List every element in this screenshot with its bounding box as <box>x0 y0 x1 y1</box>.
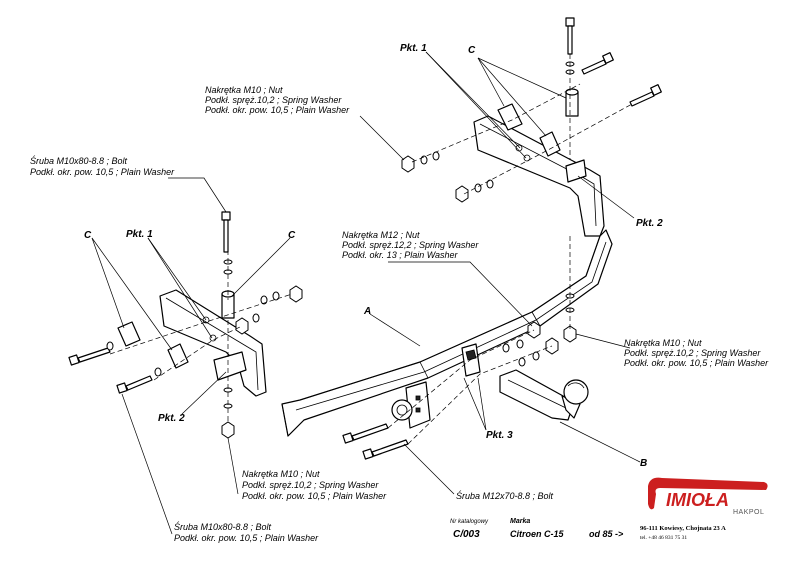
label-bolt-m10-left: Śruba M10x80-8.8 ; Bolt Podkł. okr. pow.… <box>30 155 175 177</box>
logo-sub: HAKPOL <box>733 509 764 516</box>
title-block: Nr katalogowy C/003 Marka Citroen C-15 o… <box>450 518 624 540</box>
spacer-tubes <box>117 88 579 369</box>
marker-pkt2-right: Pkt. 2 <box>636 218 663 229</box>
marker-pkt2-left: Pkt. 2 <box>158 413 185 424</box>
marker-pkt3: Pkt. 3 <box>486 430 513 441</box>
logo-swoosh <box>648 477 768 510</box>
bolt-m10-bottom-line-2: Podkł. okr. pow. 10,5 ; Plain Washer <box>174 533 319 543</box>
label-nut-m10-bottom: Nakrętka M10 ; Nut Podkł. spręż.10,2 ; S… <box>242 469 387 501</box>
bolt-m10-left-line-2: Podkł. okr. pow. 10,5 ; Plain Washer <box>30 167 175 177</box>
left-mounting-bracket <box>159 289 267 397</box>
ball-mount-assembly <box>461 343 589 421</box>
nut-m10-top-line-2: Podkł. spręż.10,2 ; Spring Washer <box>205 95 342 105</box>
right-mounting-bracket <box>473 115 605 237</box>
nut-m10-right-line-3: Podkł. okr. pow. 10,5 ; Plain Washer <box>624 358 769 368</box>
bolt-m10-left-line-1: Śruba M10x80-8.8 ; Bolt <box>30 155 128 166</box>
logo-name: IMIOŁA <box>666 490 729 510</box>
label-nut-m12: Nakrętka M12 ; Nut Podkł. spręż.12,2 ; S… <box>342 230 479 260</box>
nut-m10-bottom-line-3: Podkł. okr. pow. 10,5 ; Plain Washer <box>242 491 387 501</box>
nut-m12-line-3: Podkł. okr. 13 ; Plain Washer <box>342 250 459 260</box>
marker-b: B <box>640 458 647 469</box>
label-nut-m10-right: Nakrętka M10 ; Nut Podkł. spręż.10,2 ; S… <box>624 338 769 368</box>
nut-m10-right-line-1: Nakrętka M10 ; Nut <box>624 338 702 348</box>
marker-a: A <box>363 306 371 317</box>
brand-label: Marka <box>510 518 530 525</box>
leader-lines <box>91 51 641 535</box>
nut-m10-bottom-line-1: Nakrętka M10 ; Nut <box>242 469 320 479</box>
nut-m12-line-1: Nakrętka M12 ; Nut <box>342 230 420 240</box>
nuts-and-washers <box>106 61 577 439</box>
label-bolt-m12: Śruba M12x70-8.8 ; Bolt <box>456 490 554 501</box>
assembly-centerlines <box>109 54 633 445</box>
company-logo: IMIOŁA HAKPOL 96-111 Kowiesy, Chojnata 2… <box>640 477 768 541</box>
catalog-number-value: C/003 <box>453 529 480 540</box>
marker-pkt1-left: Pkt. 1 <box>126 229 153 240</box>
nut-m10-top-line-3: Podkł. okr. pow. 10,5 ; Plain Washer <box>205 105 350 115</box>
marker-c-left: C <box>84 230 92 241</box>
bolt-m10-bottom-line-1: Śruba M10x80-8.8 ; Bolt <box>174 521 272 532</box>
main-crossbeam <box>281 229 613 437</box>
nut-m10-top-line-1: Nakrętka M10 ; Nut <box>205 85 283 95</box>
company-phone: tel. +48 46 831 75 31 <box>640 535 687 541</box>
nut-m10-bottom-line-2: Podkł. spręż.10,2 ; Spring Washer <box>242 480 379 490</box>
label-nut-m10-top: Nakrętka M10 ; Nut Podkł. spręż.10,2 ; S… <box>205 85 350 115</box>
brand-value: Citroen C-15 <box>510 529 565 539</box>
nut-m12-line-2: Podkł. spręż.12,2 ; Spring Washer <box>342 240 479 250</box>
company-address: 96-111 Kowiesy, Chojnata 23 A <box>640 525 726 532</box>
bolts <box>68 17 662 460</box>
marker-pkt1-top: Pkt. 1 <box>400 43 427 54</box>
socket-plate <box>391 381 431 429</box>
label-bolt-m10-bottom: Śruba M10x80-8.8 ; Bolt Podkł. okr. pow.… <box>174 521 319 543</box>
model-year-value: od 85 -> <box>589 529 624 539</box>
marker-c-mid: C <box>288 230 296 241</box>
nut-m10-right-line-2: Podkł. spręż.10,2 ; Spring Washer <box>624 348 761 358</box>
marker-c-top: C <box>468 45 476 56</box>
catalog-number-label: Nr katalogowy <box>450 519 489 525</box>
